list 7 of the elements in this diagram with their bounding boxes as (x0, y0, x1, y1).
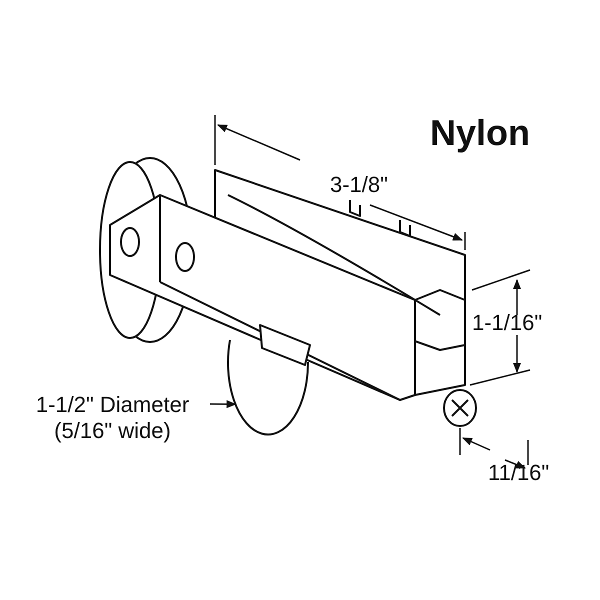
leader-line (210, 400, 237, 408)
dimension-text: 11/16" (488, 460, 550, 486)
dimension-text: 1-1/2" Diameter (5/16" wide) (34, 392, 190, 444)
material-label: Nylon (430, 112, 530, 154)
wheel (227, 340, 309, 436)
dimension-text: 3-1/8" (330, 172, 388, 198)
dimension-text: 1-1/16" (472, 310, 542, 336)
